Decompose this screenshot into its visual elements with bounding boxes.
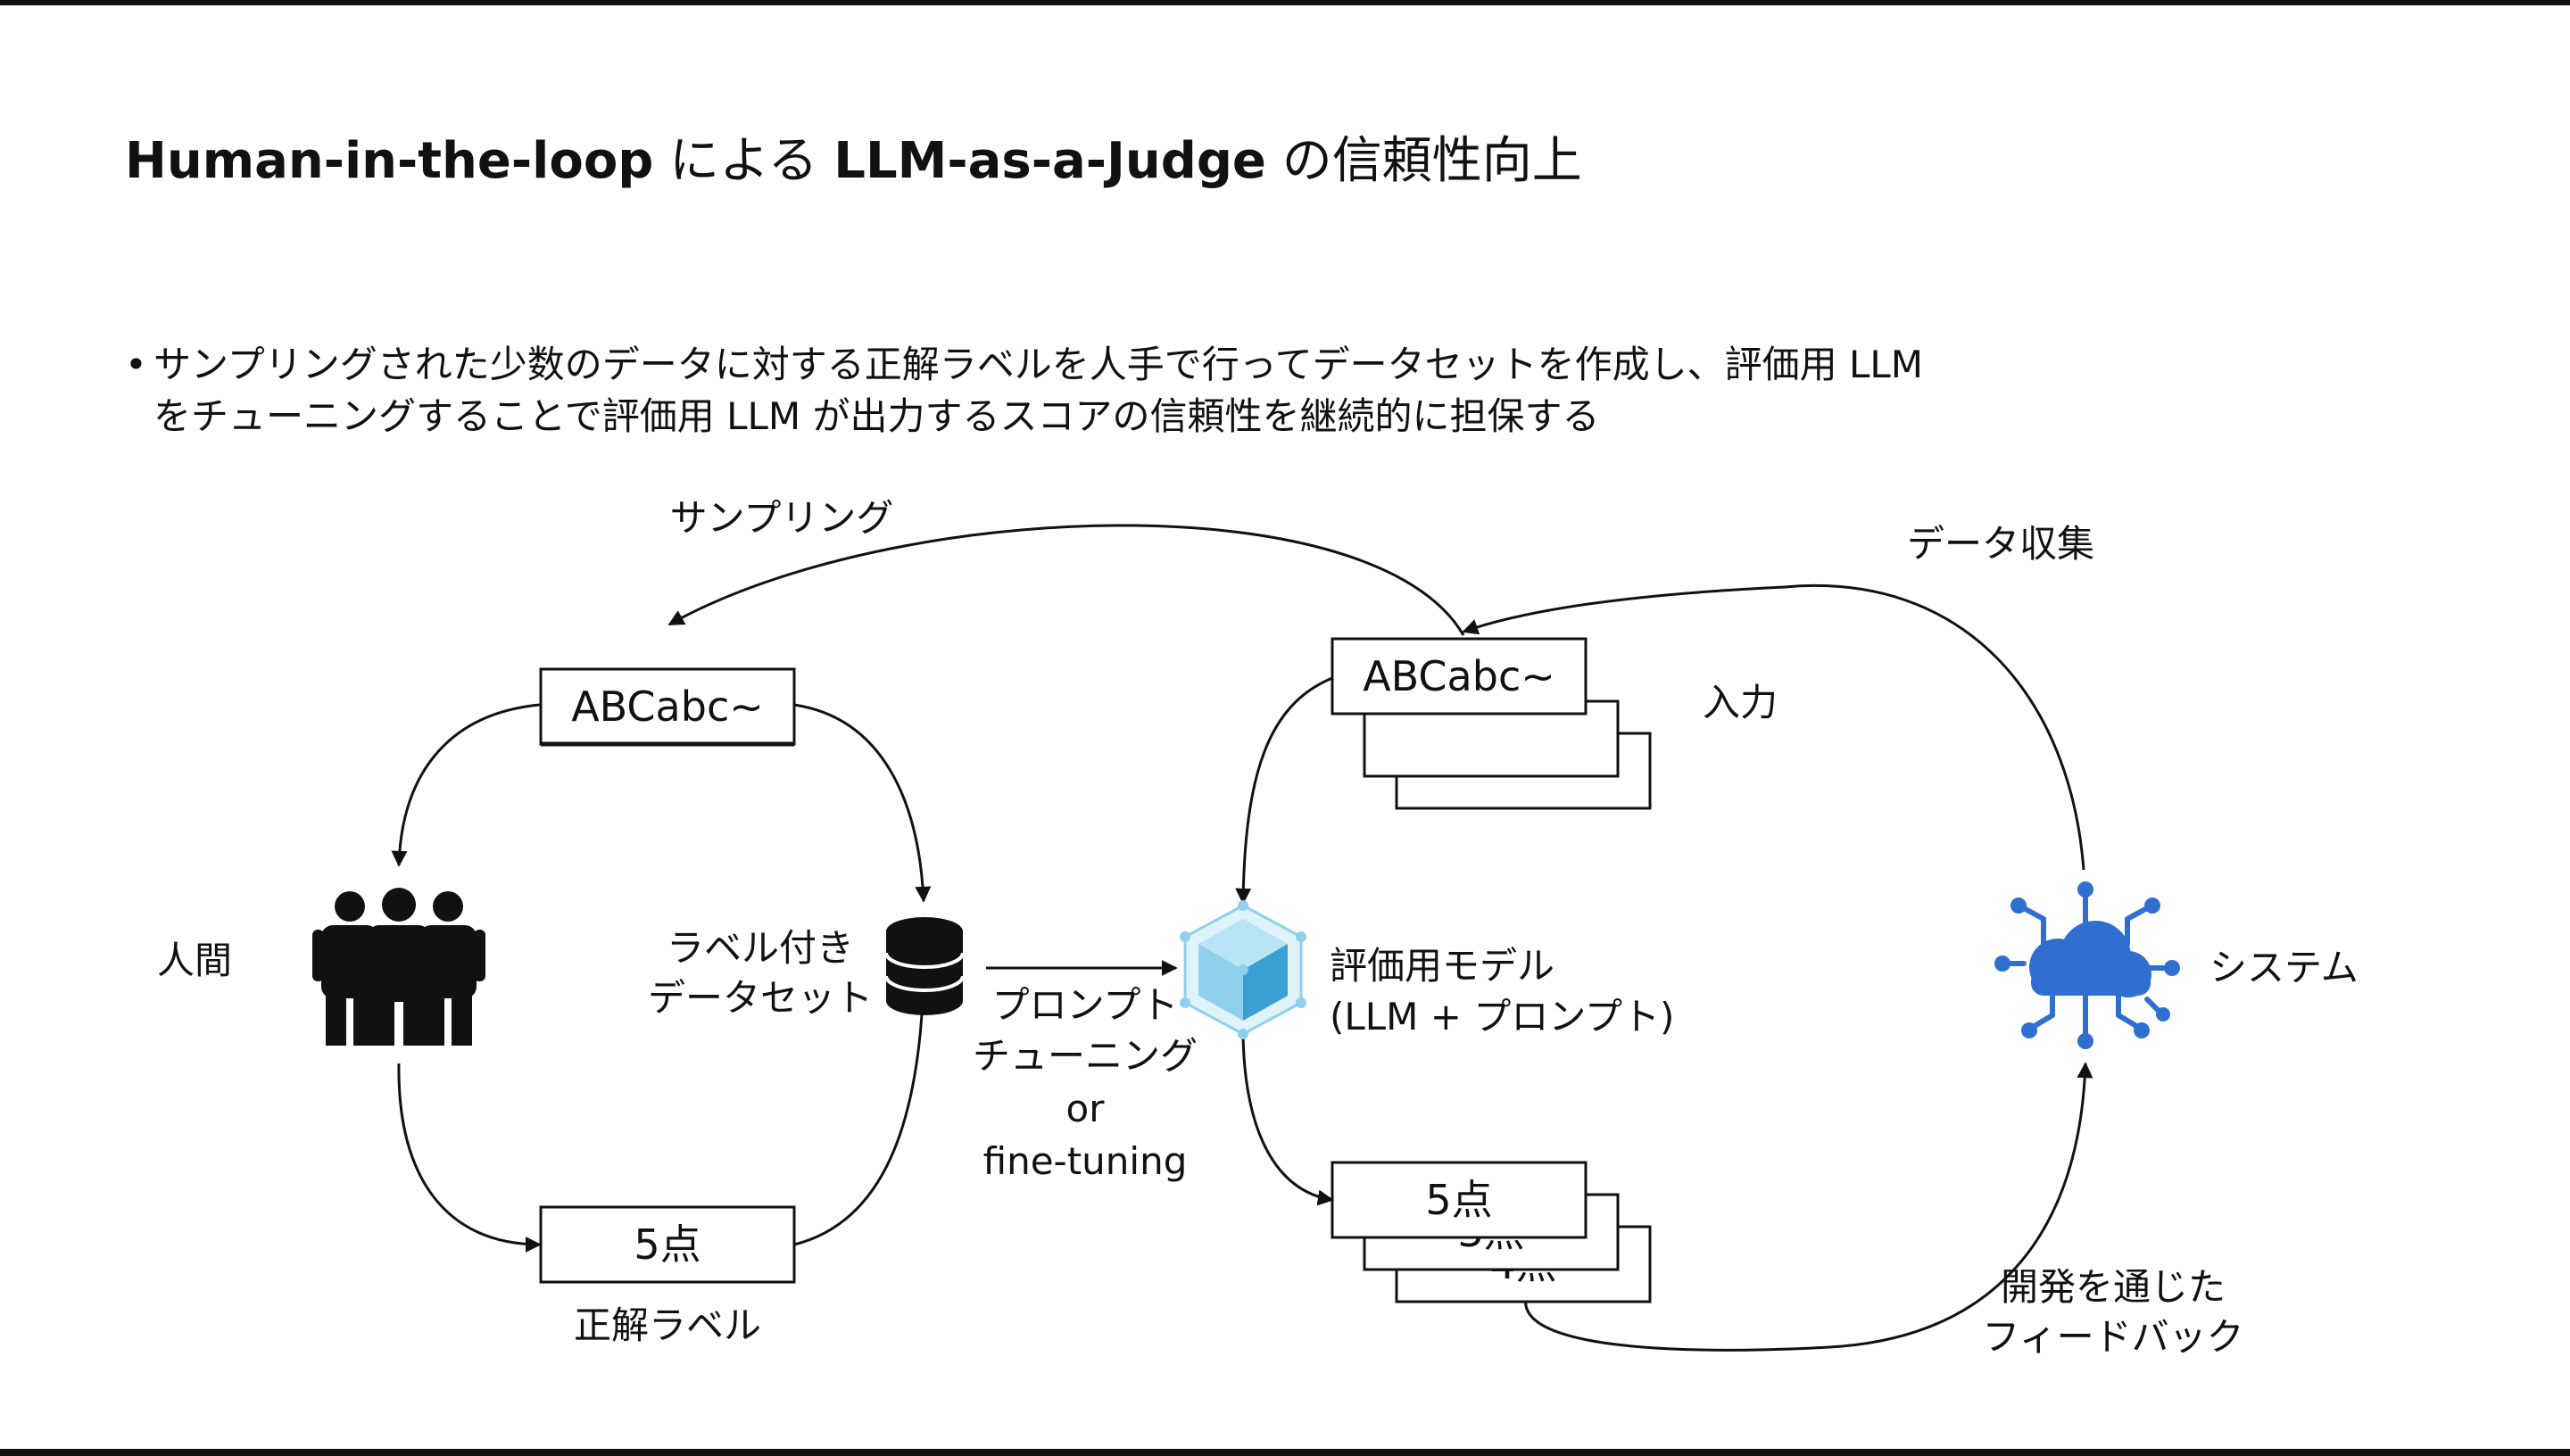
bullet-point: • サンプリングされた少数のデータに対する正解ラベルを人手で行ってデータセットを… [125, 339, 1924, 443]
sample-to-dataset-arrow [793, 703, 932, 903]
sampling-label: サンプリング [670, 496, 894, 540]
labeled-dataset-line2: データセット [648, 976, 873, 1020]
people-icon [312, 888, 485, 1046]
input-box-text: ABCabc~ [1363, 652, 1555, 700]
feedback-arrow [1524, 1062, 2093, 1352]
bullet-line-2: をチューニングすることで評価用 LLM が出力するスコアの信頼性を継続的に担保す… [153, 394, 1600, 438]
human-to-label-arrow [397, 1063, 542, 1253]
labeled-dataset-line1: ラベル付き [667, 926, 854, 970]
sampling-arrow [667, 524, 1465, 636]
tuning-line2: チューニング [973, 1034, 1198, 1078]
feedback-line1: 開発を通じた [2001, 1265, 2226, 1309]
system-cloud-shape [1994, 881, 2180, 1049]
label-box: 5点 [539, 1205, 796, 1284]
system-cloud-icon [2007, 891, 2167, 1039]
title-connector: による [653, 132, 834, 190]
label-to-dataset-arrow [793, 978, 932, 1246]
bullet-line-1: サンプリングされた少数のデータに対する正解ラベルを人手で行ってデータセットを作成… [153, 343, 1924, 386]
correct-label-caption: 正解ラベル [574, 1303, 761, 1347]
sample-box-text: ABCabc~ [571, 682, 764, 731]
model-cube-icon [1180, 900, 1306, 1039]
input-label: 入力 [1703, 681, 1778, 724]
bottom-border [0, 1449, 2570, 1456]
system-label: システム [2209, 946, 2359, 989]
database-icon [884, 917, 965, 1015]
eval-model-line2: (LLM + プロンプト) [1330, 995, 1674, 1038]
title-llm-as-a-judge: LLM-as-a-Judge [833, 132, 1266, 190]
input-to-model-arrow [1235, 676, 1333, 905]
tuning-line1: プロンプト [992, 983, 1179, 1027]
bullet-marker: • [125, 343, 147, 386]
human-label: 人間 [157, 939, 232, 982]
tuning-line4: fine-tuning [983, 1139, 1188, 1183]
title-human-in-the-loop: Human-in-the-loop [125, 132, 654, 190]
data-collection-label: データ収集 [1907, 522, 2094, 566]
score-box-text: 5点 [1425, 1176, 1492, 1224]
top-border [0, 0, 2570, 5]
label-box-text: 5点 [634, 1220, 701, 1269]
data-collection-arrow [1462, 584, 2085, 871]
title-suffix: の信頼性向上 [1265, 132, 1582, 190]
eval-model-line1: 評価用モデル [1330, 944, 1554, 988]
input-stack: ABCabc~ [1331, 637, 1652, 810]
sample-box: ABCabc~ [539, 667, 796, 747]
model-to-score-arrow [1241, 1034, 1334, 1206]
connectors [391, 524, 2093, 1352]
tuning-line3: or [1066, 1087, 1106, 1130]
slide-title: Human-in-the-loop による LLM-as-a-Judge の信頼… [125, 130, 1582, 193]
sample-to-human-arrow [391, 703, 541, 867]
feedback-line2: フィードバック [1982, 1315, 2243, 1359]
score-stack: 4点 3点 5点 [1331, 1161, 1652, 1303]
